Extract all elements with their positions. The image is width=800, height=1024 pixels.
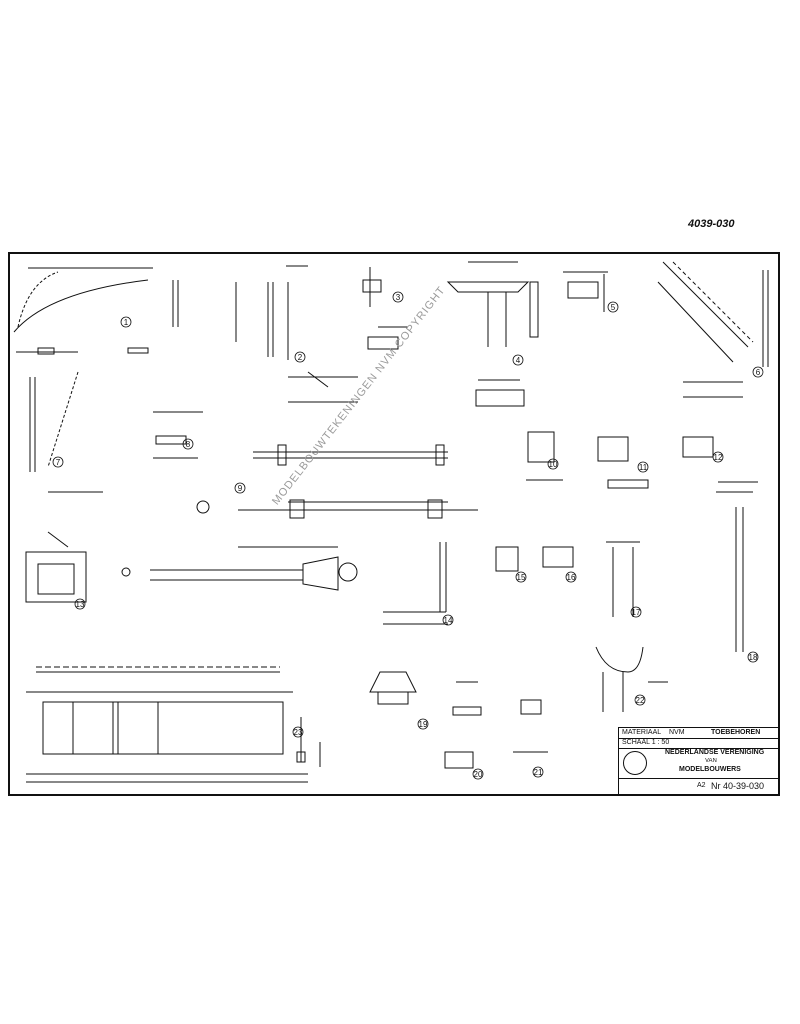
material-label: MATERIAAL — [622, 729, 662, 736]
drawing-sheet-border — [8, 252, 780, 796]
part-number-label: 9 — [238, 484, 243, 493]
part-number-label: 4 — [516, 356, 521, 365]
part-number-label: 15 — [517, 573, 526, 582]
part-number-label: 8 — [186, 440, 191, 449]
org-name-line1: NEDERLANDSE VERENIGING — [665, 749, 765, 756]
part-number-label: 19 — [419, 720, 428, 729]
part-number-label: 16 — [567, 573, 576, 582]
scale-label: SCHAAL 1 : 50 — [622, 739, 670, 746]
part-number-label: 6 — [756, 368, 761, 377]
drawing-number-mark: 4039-030 — [688, 218, 735, 230]
part-number-label: 18 — [749, 653, 758, 662]
part-number-label: 22 — [636, 696, 645, 705]
part-number-label: 21 — [534, 768, 543, 777]
part-number-label: 7 — [56, 458, 61, 467]
sheet-size: A2 — [697, 782, 706, 789]
part-number-label: 3 — [396, 293, 401, 302]
part-number-label: 17 — [632, 608, 641, 617]
drawing-title: TOEBEHOREN — [711, 729, 761, 736]
part-number-label: 10 — [549, 460, 558, 469]
part-number-label: 12 — [714, 453, 723, 462]
nvm-seal-icon — [623, 751, 647, 775]
org-name-line3: MODELBOUWERS — [679, 766, 741, 773]
drawing-number: Nr 40-39-030 — [711, 781, 765, 791]
org-name-line2: VAN — [705, 758, 717, 764]
part-number-label: 20 — [474, 770, 483, 779]
part-number-label: 14 — [444, 616, 453, 625]
part-number-label: 13 — [76, 600, 85, 609]
material-value: NVM — [669, 729, 685, 736]
curved-bracket-line — [13, 279, 149, 333]
part-number-label: 23 — [294, 728, 303, 737]
part-number-label: 2 — [298, 353, 303, 362]
title-block: MATERIAAL NVM TOEBEHOREN SCHAAL 1 : 50 N… — [618, 727, 780, 796]
part-number-label: 5 — [611, 303, 616, 312]
part-number-label: 11 — [639, 463, 648, 472]
part-number-label: 1 — [124, 318, 129, 327]
